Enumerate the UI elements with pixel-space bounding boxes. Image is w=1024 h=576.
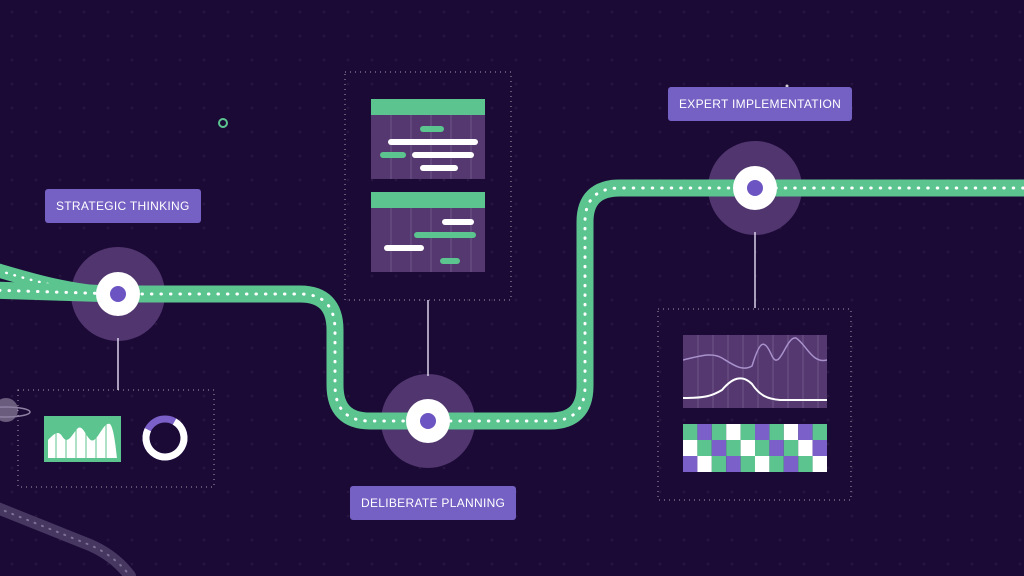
- area-chart-thumbnail: [44, 416, 121, 462]
- heatmap-cell: [798, 440, 813, 456]
- heatmap-cell: [683, 456, 698, 472]
- planet-icon: [0, 398, 31, 422]
- heatmap-cell: [769, 440, 784, 456]
- heatmap-cell: [711, 424, 727, 440]
- heatmap-thumbnail: [683, 424, 827, 472]
- heatmap-cell: [726, 440, 741, 456]
- heatmap-cell: [812, 424, 827, 440]
- label-expert-implementation: EXPERT IMPLEMENTATION: [668, 87, 853, 121]
- heatmap-cell: [740, 440, 755, 456]
- heatmap-cell: [783, 440, 799, 456]
- heatmap-cell: [755, 424, 770, 440]
- heatmap-cell: [726, 424, 741, 440]
- label-deliberate-planning: DELIBERATE PLANNING: [350, 486, 517, 520]
- label-strategic-thinking: STRATEGIC THINKING: [45, 189, 201, 223]
- star-dot: [785, 84, 789, 88]
- donut-chart-icon: [142, 415, 188, 461]
- planning-panel: [344, 71, 512, 301]
- heatmap-cell: [697, 424, 712, 440]
- gantt-chart-bottom: [371, 192, 485, 272]
- heatmap-cell: [711, 456, 727, 472]
- heatmap-cell: [683, 424, 698, 440]
- heatmap-cell: [755, 456, 770, 472]
- line-chart-thumbnail: [683, 335, 827, 408]
- heatmap-cell: [798, 424, 813, 440]
- node-strategic: [96, 272, 140, 316]
- heatmap-cell: [812, 456, 827, 472]
- faded-road: [0, 502, 136, 576]
- strategic-panel: [17, 389, 215, 488]
- heatmap-cell: [812, 440, 827, 456]
- heatmap-cell: [740, 424, 755, 440]
- heatmap-cell: [697, 440, 712, 456]
- node-implementation: [733, 166, 777, 210]
- heatmap-cell: [769, 424, 784, 440]
- heatmap-cell: [697, 456, 712, 472]
- heatmap-cell: [755, 440, 770, 456]
- gantt-chart-top: [371, 99, 485, 179]
- main-road-dots: [0, 186, 1024, 423]
- heatmap-cell: [726, 456, 741, 472]
- heatmap-cell: [740, 456, 755, 472]
- heatmap-cell: [783, 456, 799, 472]
- heatmap-cell: [783, 424, 799, 440]
- heatmap-cell: [769, 456, 784, 472]
- ring-icon: [218, 118, 228, 128]
- implementation-panel: [657, 308, 852, 501]
- heatmap-cell: [711, 440, 727, 456]
- heatmap-cell: [683, 440, 698, 456]
- heatmap-cell: [798, 456, 813, 472]
- node-planning: [406, 399, 450, 443]
